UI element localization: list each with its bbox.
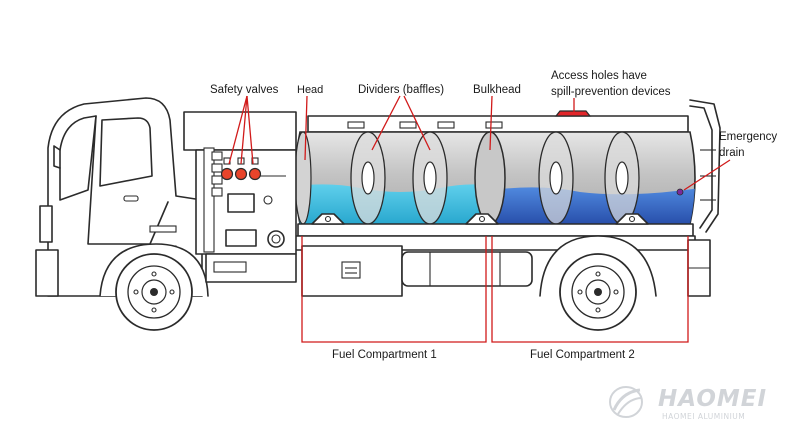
label-head: Head bbox=[297, 84, 323, 96]
safety-valve bbox=[234, 167, 248, 181]
compartment-1-bracket bbox=[301, 236, 487, 343]
compartment-2-bracket bbox=[491, 236, 689, 343]
windshield bbox=[59, 115, 97, 201]
tank bbox=[294, 99, 721, 233]
hose-reel bbox=[267, 230, 285, 248]
watermark-logo: HAOMEI HAOMEI ALUMINIUM bbox=[609, 386, 767, 421]
safety-valve bbox=[248, 167, 262, 181]
emergency-drain bbox=[676, 188, 684, 196]
tank-saddle bbox=[297, 223, 694, 237]
cabinet-top bbox=[183, 111, 297, 151]
callout-lines bbox=[228, 95, 731, 343]
safety-valve bbox=[220, 167, 234, 181]
meter-window bbox=[225, 229, 257, 247]
baffle bbox=[412, 131, 448, 225]
access-hole-lid bbox=[554, 110, 592, 117]
label-safety-valves: Safety valves bbox=[210, 84, 279, 96]
label-access-holes-2: spill-prevention devices bbox=[551, 86, 671, 98]
watermark-subtitle: HAOMEI ALUMINIUM bbox=[662, 412, 745, 421]
rear-ladder-rail bbox=[689, 99, 721, 233]
baffle bbox=[350, 131, 386, 225]
label-dividers: Dividers (baffles) bbox=[358, 84, 444, 96]
label-emergency-2: drain bbox=[719, 147, 745, 159]
headlight bbox=[39, 205, 53, 243]
label-compartment-2: Fuel Compartment 2 bbox=[530, 349, 635, 361]
rail-slot bbox=[437, 121, 455, 129]
control-cabinet bbox=[183, 111, 297, 283]
meter-display bbox=[227, 193, 255, 213]
rail-slot bbox=[347, 121, 365, 129]
rear-ladder bbox=[689, 105, 713, 229]
label-access-holes-1: Access holes have bbox=[551, 70, 647, 82]
label-bulkhead: Bulkhead bbox=[473, 84, 521, 96]
front-bumper bbox=[35, 249, 59, 297]
cylinder-tank bbox=[401, 251, 533, 287]
wheel-front bbox=[115, 253, 193, 331]
wheel-rear bbox=[539, 235, 657, 331]
tank-head bbox=[294, 131, 312, 225]
baffle bbox=[604, 131, 640, 225]
label-emergency-1: Emergency bbox=[719, 131, 777, 143]
side-window bbox=[99, 117, 153, 187]
label-compartment-1: Fuel Compartment 1 bbox=[332, 349, 437, 361]
rail-slot bbox=[399, 121, 417, 129]
watermark-emblem-icon bbox=[609, 386, 643, 418]
baffle bbox=[538, 131, 574, 225]
watermark-brand: HAOMEI bbox=[658, 386, 767, 412]
rail-slot bbox=[485, 121, 503, 129]
cab-door bbox=[87, 115, 169, 245]
labels: Safety valves Head Dividers (baffles) Bu… bbox=[210, 70, 777, 361]
door-handle bbox=[123, 195, 139, 202]
